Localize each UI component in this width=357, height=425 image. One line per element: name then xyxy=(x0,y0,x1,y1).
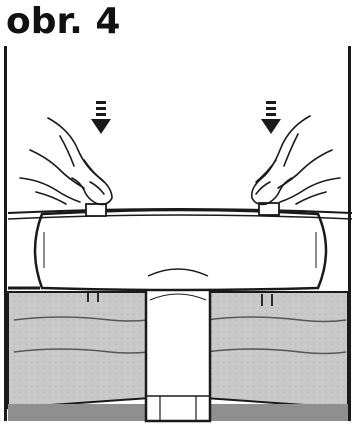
figure-frame xyxy=(4,46,351,421)
